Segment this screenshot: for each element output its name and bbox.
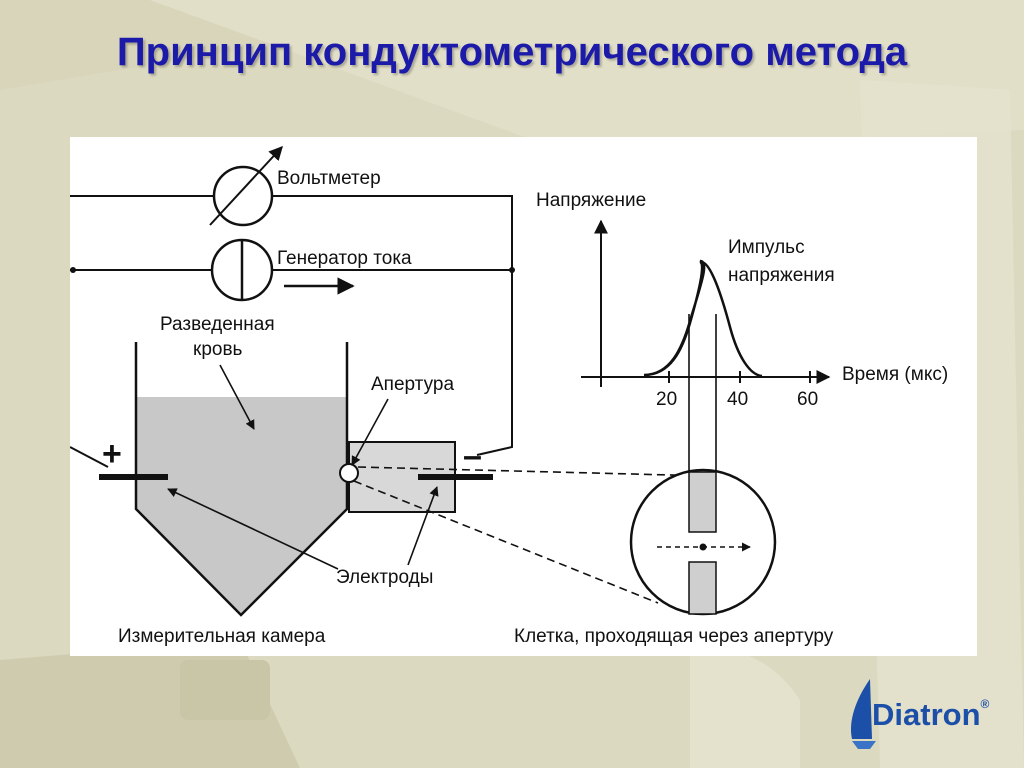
electrodes-label: Электроды xyxy=(336,567,433,588)
pulse-graph: Напряжение 20 40 60 Время (мкс) Импульс … xyxy=(536,190,948,472)
aperture-pointer-arrow xyxy=(351,398,389,466)
voltmeter-icon xyxy=(209,145,283,227)
generator-label: Генератор тока xyxy=(277,248,412,269)
pulse-label-line1: Импульс xyxy=(728,237,805,258)
diluted-blood-label-line1: Разведенная xyxy=(160,314,275,335)
graph-tick-20: 20 xyxy=(656,389,677,410)
logo-brand-text: Diatron xyxy=(872,697,981,732)
blood-pointer-arrow xyxy=(219,364,255,430)
circuit-wires xyxy=(69,195,513,468)
diluted-blood-label-line2: кровь xyxy=(193,339,243,360)
zoom-lines xyxy=(353,466,711,604)
magnified-aperture-view xyxy=(629,468,777,616)
electrode-minus xyxy=(418,474,493,480)
chamber-walls xyxy=(134,342,349,617)
blood-cell-dot xyxy=(699,543,707,551)
plus-sign: + xyxy=(102,435,122,473)
diagram-panel: Вольтметер Генератор тока + – Разведенна… xyxy=(69,137,977,656)
conductometric-diagram: Вольтметер Генератор тока + – Разведенна… xyxy=(69,145,948,647)
diatron-logo: Diatron® xyxy=(846,677,1016,753)
sail-logo-icon xyxy=(850,679,876,749)
electrode-plus xyxy=(99,474,168,480)
voltage-pulse-curve xyxy=(643,259,763,378)
pulse-label-line2: напряжения xyxy=(728,265,835,286)
aperture-label: Апертура xyxy=(371,374,454,395)
graph-y-axis-label: Напряжение xyxy=(536,190,646,211)
slide-title: Принцип кондуктометрического метода xyxy=(116,30,908,74)
logo-reg-mark: ® xyxy=(980,697,990,711)
electrode-plus-pointer xyxy=(167,488,339,570)
voltmeter-label: Вольтметер xyxy=(277,168,381,189)
graph-tick-60: 60 xyxy=(797,389,818,410)
cell-label: Клетка, проходящая через апертуру xyxy=(514,626,834,647)
minus-sign: – xyxy=(463,437,482,475)
electrode-minus-pointer xyxy=(407,486,439,566)
aperture-icon xyxy=(339,463,359,483)
current-generator-icon xyxy=(210,238,274,302)
graph-x-axis-label: Время (мкс) xyxy=(842,364,948,385)
chamber-label: Измерительная камера xyxy=(118,626,326,647)
graph-tick-40: 40 xyxy=(727,389,748,410)
blood-liquid xyxy=(136,397,347,615)
